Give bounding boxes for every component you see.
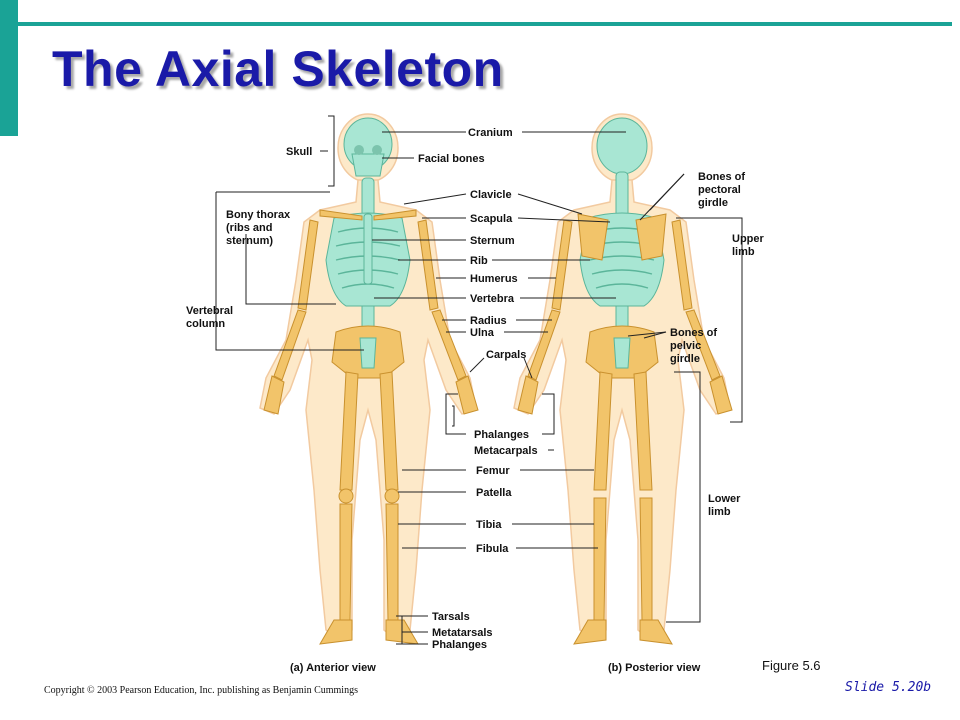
label-bony-thorax-line1: Bony thorax [226,209,291,221]
label-bony-thorax-line3: sternum) [226,235,273,247]
label-ulna: Ulna [470,327,495,339]
slide-title: The Axial Skeleton [52,41,504,97]
slide-number: Slide 5.20b [845,680,932,695]
anterior-tibia-right [385,503,399,621]
label-scapula: Scapula [470,213,513,225]
label-pectoral-girdle-line3: girdle [698,197,728,209]
anterior-sternum [363,213,373,285]
anterior-body-outline [259,179,477,641]
anterior-hand-left [263,375,285,415]
posterior-sacrum [613,337,631,369]
anterior-patella-right [384,488,400,504]
posterior-hand-left [517,375,539,415]
label-pectoral-girdle-line1: Bones of [698,171,745,183]
label-radius: Radius [470,315,507,327]
label-pelvic-girdle-line3: girdle [670,353,700,365]
anterior-hand-right [455,375,479,415]
posterior-foot-left [573,619,607,645]
figure-reference: Figure 5.6 [762,658,821,673]
label-pectoral-girdle-line2: pectoral [698,184,741,196]
posterior-femur-left [593,371,613,491]
leader-lines [215,115,743,645]
anterior-facial-bones [351,153,385,177]
label-pelvic-girdle-line2: pelvic [670,340,701,352]
posterior-tibia-right [639,497,653,621]
label-phalanges-hand: Phalanges [474,429,529,441]
accent-bar-vertical [0,0,18,136]
label-lower-limb-line2: limb [708,506,731,518]
anterior-clavicle-right [373,209,417,221]
label-tibia: Tibia [476,519,502,531]
anterior-forearm-left [273,309,307,381]
posterior-femur-right [633,371,653,491]
copyright-notice: Copyright © 2003 Pearson Education, Inc.… [44,685,358,696]
label-bony-thorax-line2: (ribs and [226,222,272,234]
label-tarsals: Tarsals [432,611,470,623]
diagram-labels: Skull Cranium Facial bones Bony thorax (… [186,127,765,674]
posterior-hand-right [709,375,733,415]
posterior-forearm-right [685,309,721,381]
skeleton-figure: Skull Cranium Facial bones Bony thorax (… [186,113,765,674]
anterior-clavicle-left [319,209,363,221]
anterior-patella-left [338,488,354,504]
posterior-cranium [596,117,648,175]
label-metacarpals: Metacarpals [474,445,538,457]
anterior-femur-right [379,371,399,491]
label-fibula: Fibula [476,543,509,555]
label-vertebral-column-line2: column [186,318,225,330]
accent-bar-horizontal [18,22,952,26]
posterior-body-outline [513,179,731,641]
anterior-eye-socket-left [354,145,364,155]
posterior-humerus-left [551,219,573,311]
label-phalanges-foot: Phalanges [432,639,487,651]
anterior-tibia-left [339,503,353,621]
posterior-tibia-left [593,497,607,621]
label-humerus: Humerus [470,273,518,285]
posterior-humerus-right [671,219,693,311]
label-upper-limb-line1: Upper [732,233,765,245]
anterior-sacrum [359,337,377,369]
label-vertebra: Vertebra [470,293,515,305]
label-rib: Rib [470,255,488,267]
label-skull: Skull [286,146,312,158]
posterior-ribs [589,227,655,289]
label-anterior-view: (a) Anterior view [290,662,376,674]
label-upper-limb-line2: limb [732,246,755,258]
label-clavicle: Clavicle [470,189,512,201]
label-carpals: Carpals [486,349,526,361]
anterior-humerus-left [297,219,319,311]
label-pelvic-girdle-line1: Bones of [670,327,717,339]
anterior-humerus-right [417,219,439,311]
anterior-eye-socket-right [372,145,382,155]
posterior-scapula-left [577,213,609,261]
label-cranium: Cranium [468,127,513,139]
label-facial-bones: Facial bones [418,153,485,165]
anterior-foot-left [319,619,353,645]
posterior-foot-right [639,619,673,645]
label-lower-limb-line1: Lower [708,493,741,505]
posterior-forearm-left [527,309,561,381]
label-femur: Femur [476,465,510,477]
label-posterior-view: (b) Posterior view [608,662,701,674]
anterior-figure [259,113,479,645]
label-metatarsals: Metatarsals [432,627,493,639]
label-patella: Patella [476,487,512,499]
posterior-figure [513,113,733,645]
anterior-forearm-right [431,309,467,381]
anterior-femur-left [339,371,359,491]
label-sternum: Sternum [470,235,515,247]
posterior-scapula-right [635,213,667,261]
label-vertebral-column-line1: Vertebral [186,305,233,317]
